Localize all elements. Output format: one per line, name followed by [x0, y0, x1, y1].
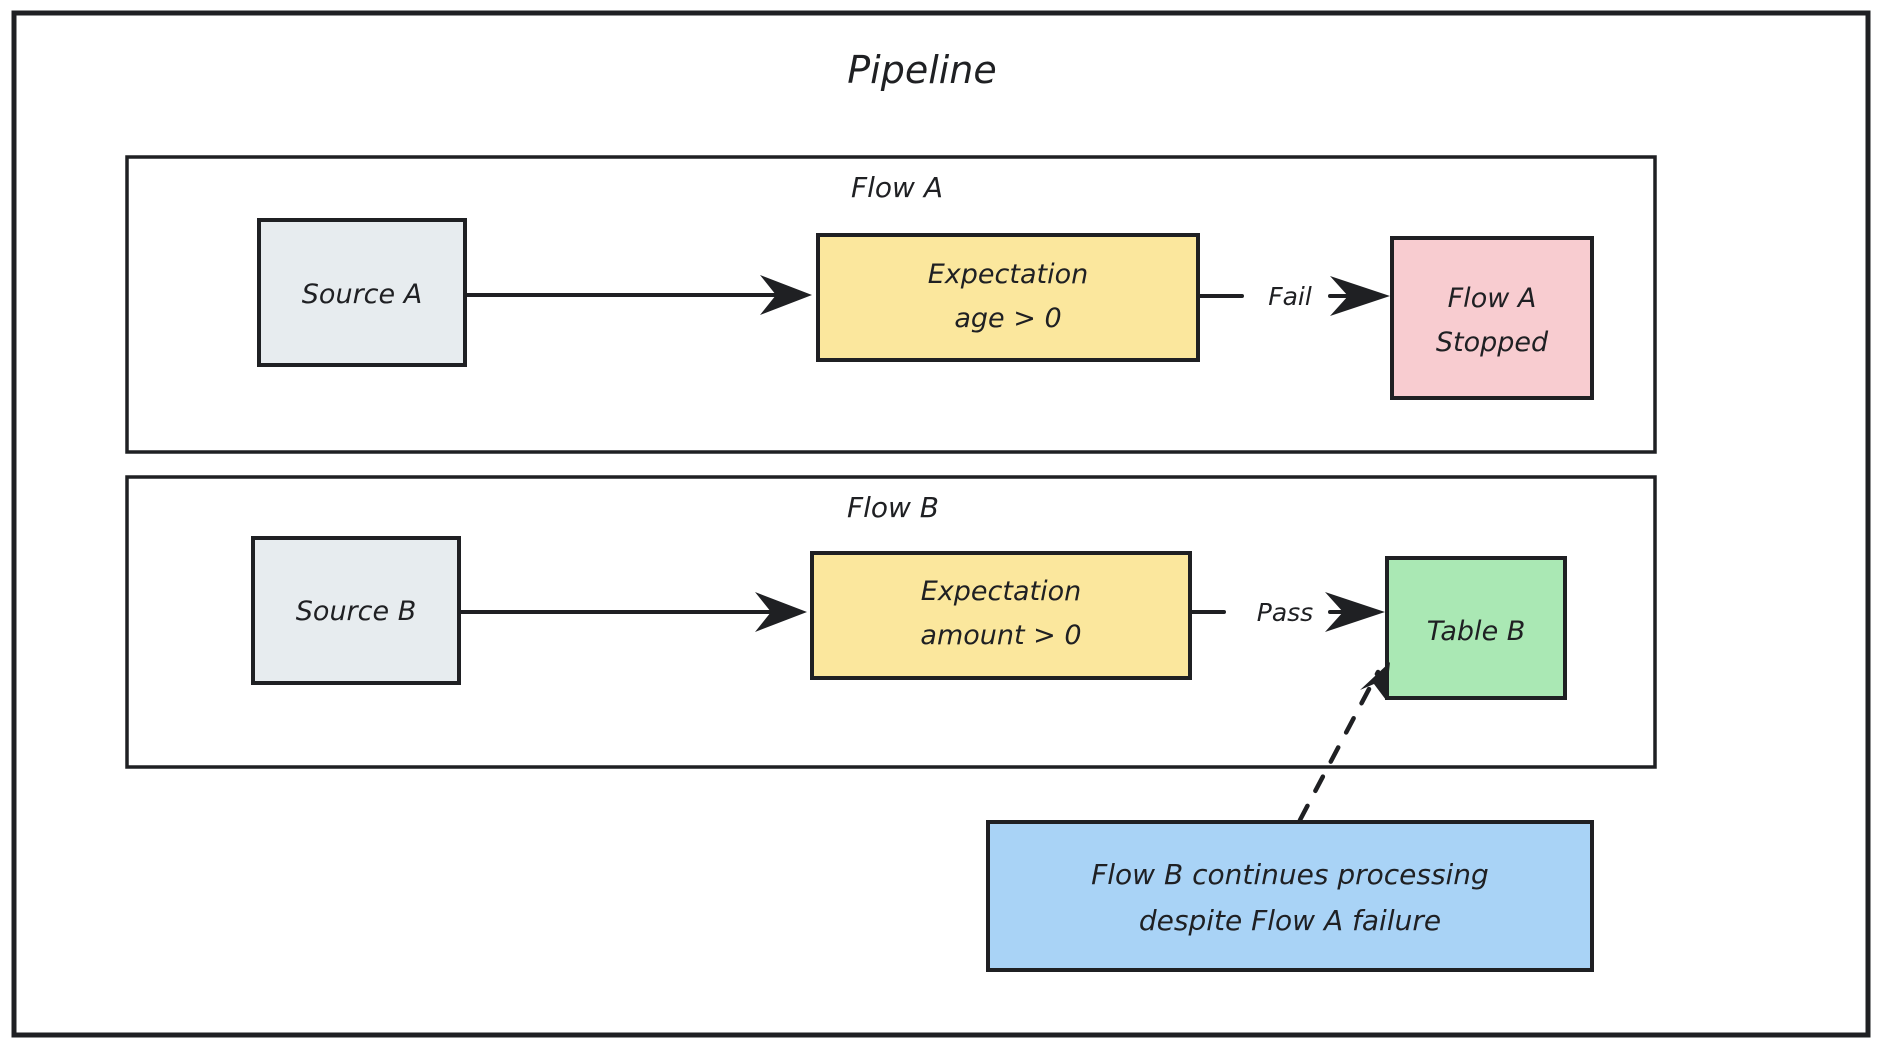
- group-label-flow-a: Flow A: [851, 171, 943, 204]
- group-flow-b: [125, 475, 1657, 769]
- edge-label-fail: Fail: [1268, 282, 1312, 311]
- node-label-expectation-b-line1: Expectation: [921, 576, 1081, 607]
- node-label-stopped-line2: Stopped: [1436, 327, 1549, 358]
- node-table-b[interactable]: [1385, 556, 1567, 700]
- arrowhead-icon: [755, 592, 807, 632]
- arrowhead-icon: [760, 275, 812, 315]
- node-source-b[interactable]: [251, 536, 461, 685]
- node-label-source-b: Source B: [296, 596, 416, 627]
- note-flow-b[interactable]: [986, 820, 1594, 972]
- node-label-expectation-b-line2: amount > 0: [920, 620, 1081, 651]
- pipeline-frame: [11, 10, 1871, 1038]
- node-label-expectation-a-line1: Expectation: [928, 259, 1088, 290]
- node-label-stopped-line1: Flow A: [1448, 283, 1537, 314]
- arrowhead-icon: [1330, 276, 1390, 316]
- edge-label-pass: Pass: [1257, 598, 1313, 627]
- node-source-a[interactable]: [257, 218, 467, 367]
- node-expectation-a[interactable]: [816, 233, 1200, 362]
- note-label-line2: despite Flow A failure: [1139, 904, 1441, 937]
- node-expectation-b[interactable]: [810, 551, 1192, 680]
- arrowhead-icon: [1360, 662, 1390, 700]
- note-label-line1: Flow B continues processing: [1091, 858, 1489, 891]
- arrowhead-icon: [1325, 592, 1385, 632]
- group-label-flow-b: Flow B: [847, 491, 939, 524]
- node-label-table-b: Table B: [1427, 616, 1526, 647]
- page-title: Pipeline: [847, 48, 997, 92]
- node-flow-a-stopped[interactable]: [1390, 236, 1594, 400]
- edge-note-to-table-b: [1297, 669, 1381, 823]
- node-label-source-a: Source A: [302, 279, 422, 310]
- node-label-expectation-a-line2: age > 0: [954, 303, 1061, 334]
- group-flow-a: [125, 155, 1657, 454]
